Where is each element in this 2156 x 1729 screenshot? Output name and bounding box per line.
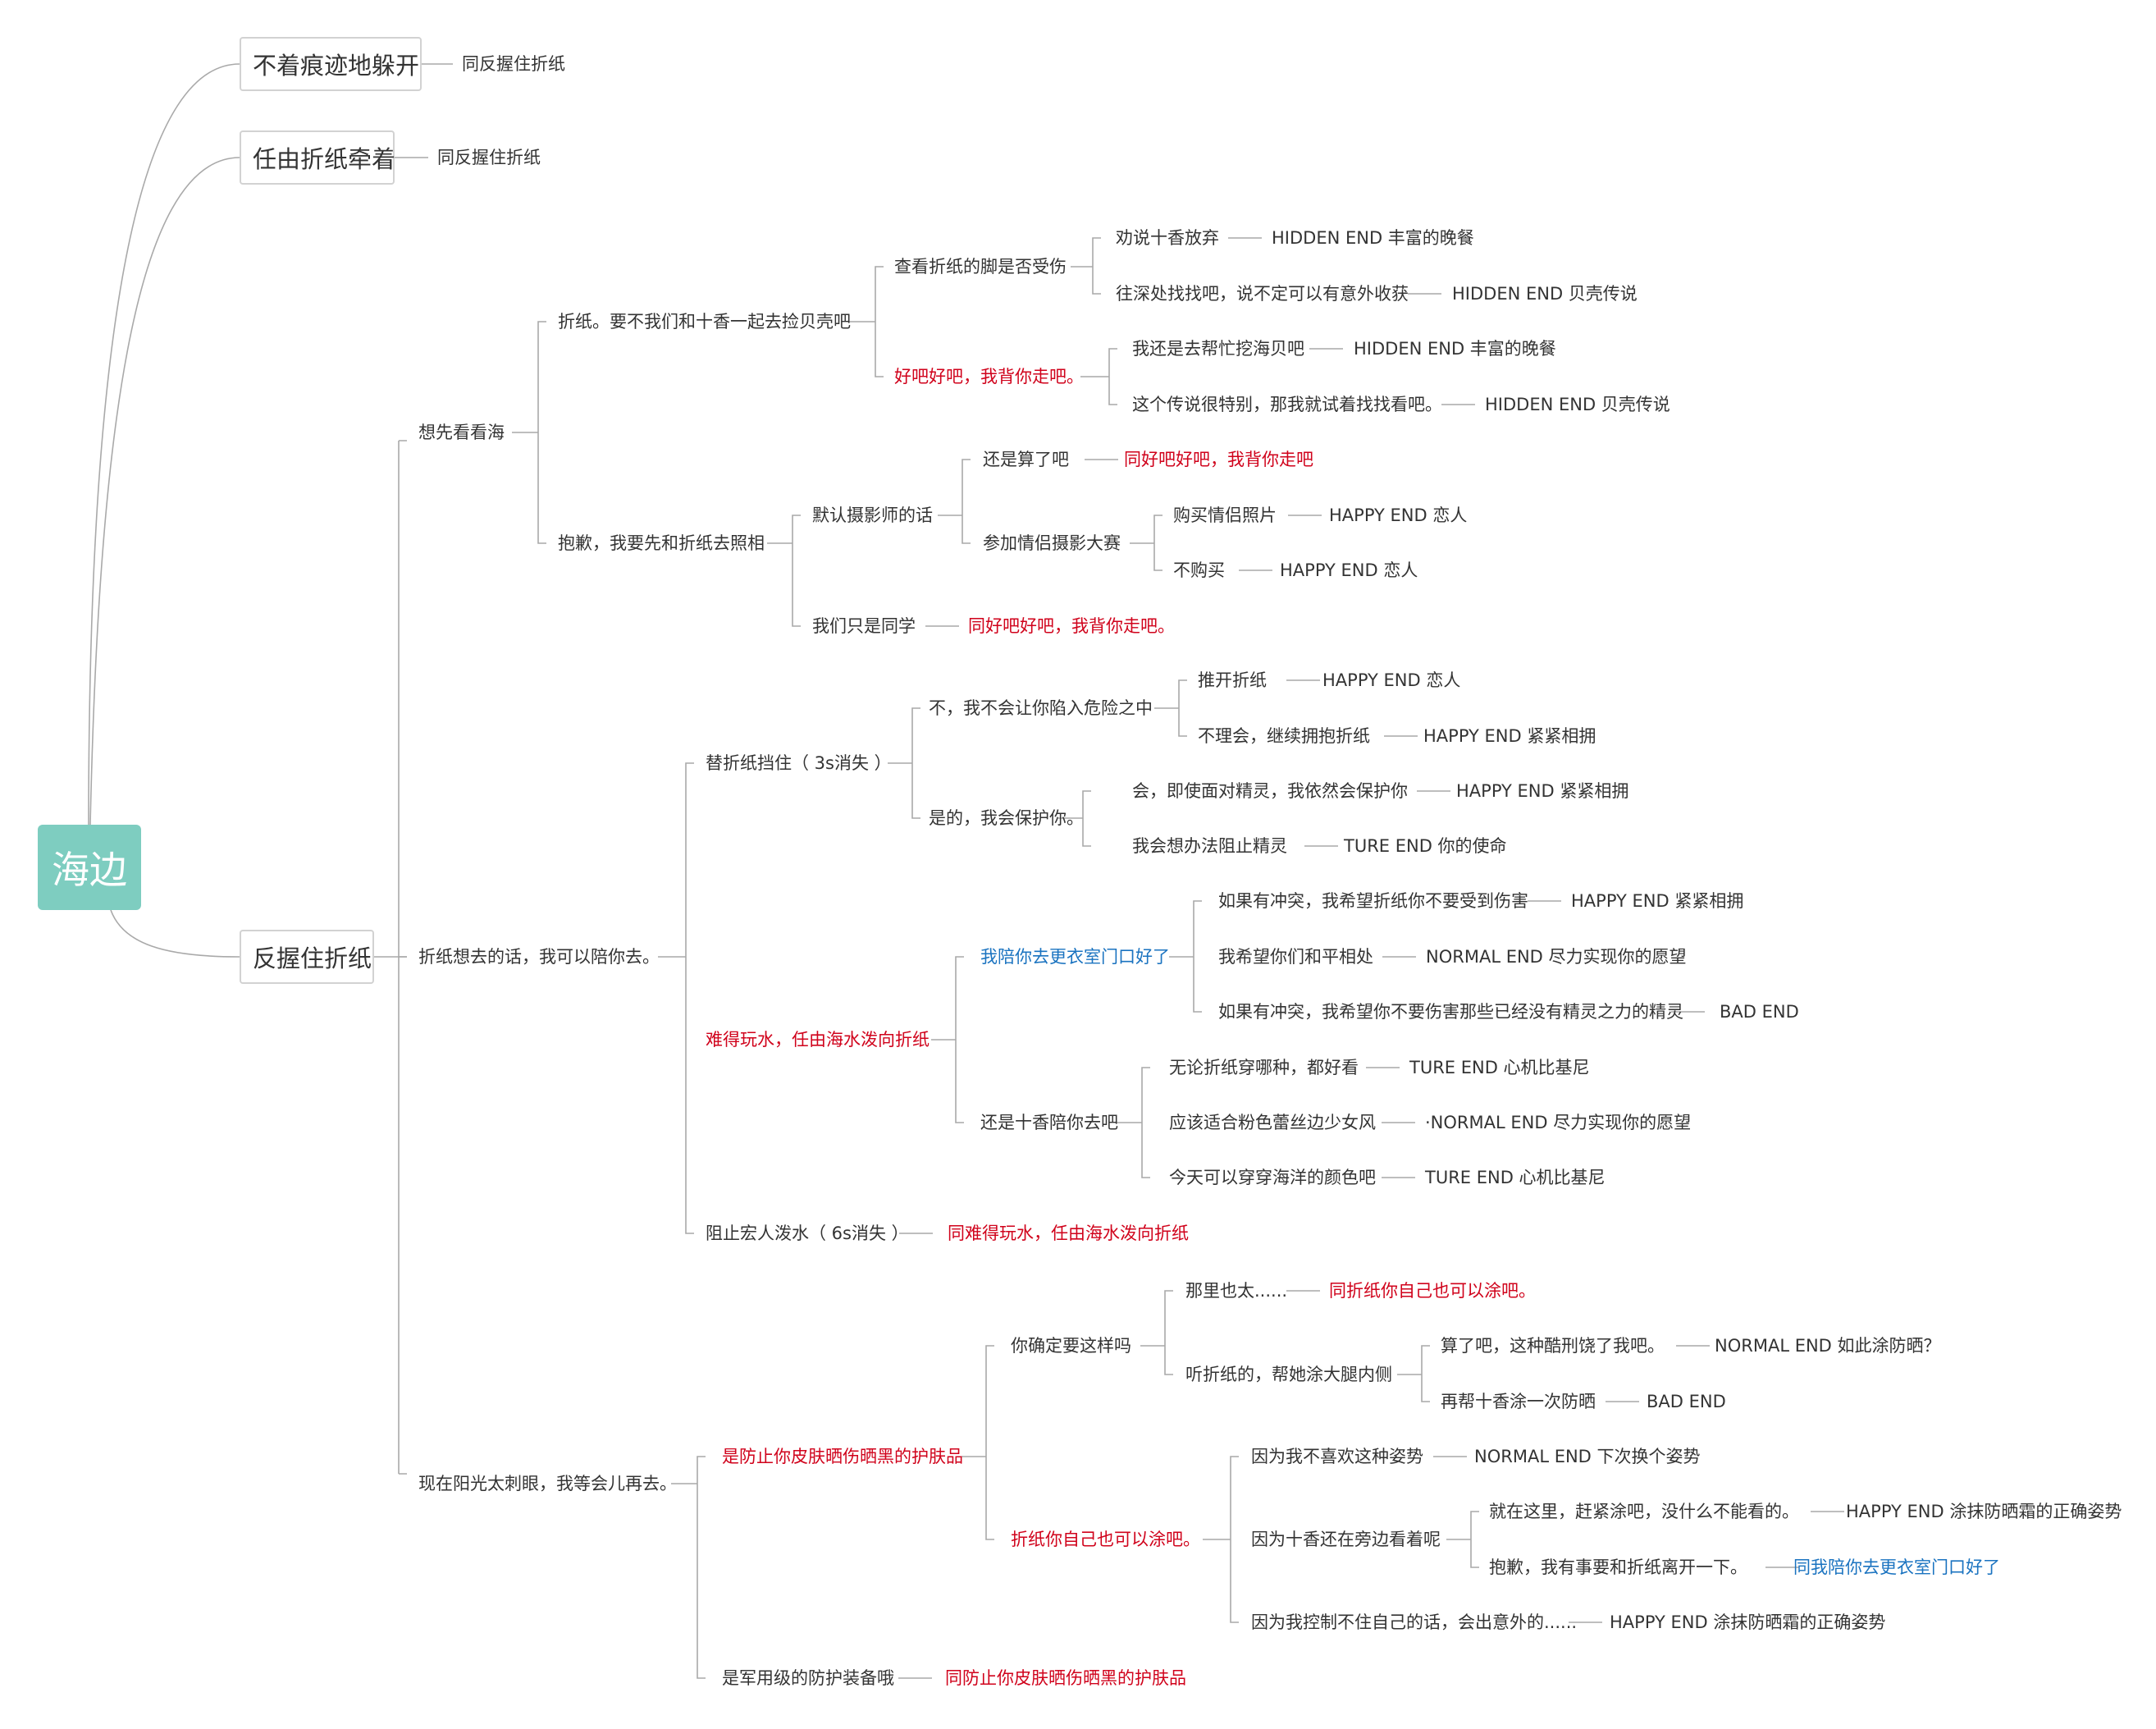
topic-keep-hugging[interactable]: 不理会，继续拥抱折纸 <box>1198 726 1370 746</box>
topic-changing-room[interactable]: 我陪你去更衣室门口好了 <box>980 947 1170 967</box>
topic-carry-you[interactable]: 好吧好吧，我背你走吧。 <box>894 367 1084 387</box>
ending-label[interactable]: TURE END 心机比基尼 <box>1425 1168 1606 1187</box>
topic-classmates[interactable]: 我们只是同学 <box>812 616 916 636</box>
topic-conflict-2[interactable]: 如果有冲突，我希望你不要伤害那些已经没有精灵之力的精灵 <box>1218 1002 1683 1022</box>
ending-label[interactable]: HAPPY END 紧紧相拥 <box>1423 726 1596 746</box>
topic-tohka-watching[interactable]: 因为十香还在旁边看着呢 <box>1251 1530 1441 1549</box>
topic-apply-yourself[interactable]: 折纸你自己也可以涂吧。 <box>1011 1530 1200 1549</box>
topic-tohka-again[interactable]: 再帮十香涂一次防晒 <box>1441 1392 1596 1411</box>
ending-label[interactable]: ·NORMAL END 尽力实现你的愿望 <box>1425 1113 1692 1132</box>
ending-label[interactable]: NORMAL END 尽力实现你的愿望 <box>1426 947 1687 967</box>
topic-apply-thigh[interactable]: 听折纸的，帮她涂大腿内侧 <box>1185 1365 1392 1384</box>
branch-dodge-note[interactable]: 同反握住折纸 <box>462 54 565 74</box>
topic-stop-spirits[interactable]: 我会想办法阻止精灵 <box>1132 836 1287 856</box>
ending-label[interactable]: BAD END <box>1720 1002 1799 1022</box>
ending-label[interactable]: 同我陪你去更衣室门口好了 <box>1793 1557 2000 1577</box>
ending-label[interactable]: TURE END 心机比基尼 <box>1409 1058 1590 1077</box>
ending-label[interactable]: HAPPY END 紧紧相拥 <box>1571 891 1744 911</box>
topic-forget-it[interactable]: 还是算了吧 <box>983 450 1069 469</box>
topic-dig-deeper[interactable]: 往深处找找吧，说不定可以有意外收获 <box>1116 284 1409 304</box>
ending-label[interactable]: NORMAL END 下次换个姿势 <box>1474 1447 1701 1466</box>
topic-are-you-sure[interactable]: 你确定要这样吗 <box>1011 1336 1131 1356</box>
topic-ocean-color[interactable]: 今天可以穿穿海洋的颜色吧 <box>1169 1168 1376 1187</box>
topic-shield[interactable]: 替折纸挡住（ 3s消失 ） <box>706 753 892 773</box>
topic-stop-splash[interactable]: 阻止宏人泼水（ 6s消失 ） <box>706 1224 909 1243</box>
topic-check-foot[interactable]: 查看折纸的脚是否受伤 <box>894 257 1067 277</box>
ending-label[interactable]: HIDDEN END 贝壳传说 <box>1485 395 1670 414</box>
ending-label[interactable]: HIDDEN END 丰富的晚餐 <box>1272 228 1474 248</box>
ending-label[interactable]: 同折纸你自己也可以涂吧。 <box>1329 1281 1536 1301</box>
topic-splash[interactable]: 难得玩水，任由海水泼向折纸 <box>706 1030 930 1050</box>
topic-tohka-go[interactable]: 还是十香陪你去吧 <box>980 1113 1118 1132</box>
topic-leave-together[interactable]: 抱歉，我有事要和折纸离开一下。 <box>1489 1557 1747 1577</box>
ending-label[interactable]: HIDDEN END 贝壳传说 <box>1452 284 1638 304</box>
topic-buy-photo[interactable]: 购买情侣照片 <box>1173 505 1277 525</box>
branch-led[interactable]: 任由折纸牵着 <box>240 130 395 185</box>
topic-sun-too-bright[interactable]: 现在阳光太刺眼，我等会儿再去。 <box>418 1474 677 1493</box>
ending-label[interactable]: 同好吧好吧，我背你走吧。 <box>968 616 1175 636</box>
topic-pink-lace[interactable]: 应该适合粉色蕾丝边少女风 <box>1169 1113 1376 1132</box>
ending-label[interactable]: 同难得玩水，任由海水泼向折纸 <box>948 1224 1189 1243</box>
ending-label[interactable]: HAPPY END 恋人 <box>1329 505 1468 525</box>
branch-led-note[interactable]: 同反握住折纸 <box>437 148 541 167</box>
topic-even-spirits[interactable]: 会，即使面对精灵，我依然会保护你 <box>1132 781 1408 801</box>
ending-label[interactable]: BAD END <box>1647 1392 1726 1411</box>
topic-contest[interactable]: 参加情侣摄影大赛 <box>983 533 1121 553</box>
topic-go-with-you[interactable]: 折纸想去的话，我可以陪你去。 <box>418 947 660 967</box>
ending-label[interactable]: HAPPY END 恋人 <box>1322 670 1461 690</box>
topic-will-protect[interactable]: 是的，我会保护你。 <box>929 808 1084 828</box>
ending-label[interactable]: 同防止你皮肤晒伤晒黑的护肤品 <box>945 1668 1186 1688</box>
topic-no-buy[interactable]: 不购买 <box>1173 560 1225 580</box>
topic-right-here[interactable]: 就在这里，赶紧涂吧，没什么不能看的。 <box>1489 1502 1799 1521</box>
topic-see-sea[interactable]: 想先看看海 <box>418 423 505 442</box>
branch-dodge[interactable]: 不着痕迹地躲开 <box>240 37 422 91</box>
root-topic[interactable]: 海边 <box>38 825 141 910</box>
topic-no-danger[interactable]: 不，我不会让你陷入危险之中 <box>929 698 1153 718</box>
topic-dig-shells[interactable]: 我还是去帮忙挖海贝吧 <box>1132 339 1304 359</box>
ending-label[interactable]: HAPPY END 恋人 <box>1280 560 1418 580</box>
topic-photo-first[interactable]: 抱歉，我要先和折纸去照相 <box>558 533 765 553</box>
topic-legend[interactable]: 这个传说很特别，那我就试着找找看吧。 <box>1132 395 1442 414</box>
topic-spare-me[interactable]: 算了吧，这种酷刑饶了我吧。 <box>1441 1336 1665 1356</box>
topic-any-looks-good[interactable]: 无论折纸穿哪种，都好看 <box>1169 1058 1359 1077</box>
branch-hold[interactable]: 反握住折纸 <box>240 930 374 984</box>
topic-sunscreen[interactable]: 是防止你皮肤晒伤晒黑的护肤品 <box>722 1447 963 1466</box>
topic-push-away[interactable]: 推开折纸 <box>1198 670 1267 690</box>
ending-label[interactable]: HIDDEN END 丰富的晚餐 <box>1354 339 1556 359</box>
ending-label[interactable]: HAPPY END 涂抹防晒霜的正确姿势 <box>1610 1612 1886 1632</box>
topic-dislike-pose[interactable]: 因为我不喜欢这种姿势 <box>1251 1447 1423 1466</box>
ending-label[interactable]: NORMAL END 如此涂防晒？ <box>1715 1336 1941 1356</box>
topic-cannot-control[interactable]: 因为我控制不住自己的话，会出意外的...... <box>1251 1612 1578 1632</box>
topic-too-much[interactable]: 那里也太...... <box>1185 1281 1288 1301</box>
ending-label[interactable]: TURE END 你的使命 <box>1344 836 1507 856</box>
topic-photographer[interactable]: 默认摄影师的话 <box>812 505 933 525</box>
topic-conflict-1[interactable]: 如果有冲突，我希望折纸你不要受到伤害 <box>1218 891 1528 911</box>
topic-military-grade[interactable]: 是军用级的防护装备哦 <box>722 1668 894 1688</box>
topic-persuade[interactable]: 劝说十香放弃 <box>1116 228 1219 248</box>
ending-label[interactable]: HAPPY END 紧紧相拥 <box>1456 781 1629 801</box>
ending-label[interactable]: HAPPY END 涂抹防晒霜的正确姿势 <box>1846 1502 2122 1521</box>
topic-peace[interactable]: 我希望你们和平相处 <box>1218 947 1373 967</box>
ending-label[interactable]: 同好吧好吧，我背你走吧 <box>1124 450 1313 469</box>
topic-pick-shells[interactable]: 折纸。要不我们和十香一起去捡贝壳吧 <box>558 312 851 332</box>
